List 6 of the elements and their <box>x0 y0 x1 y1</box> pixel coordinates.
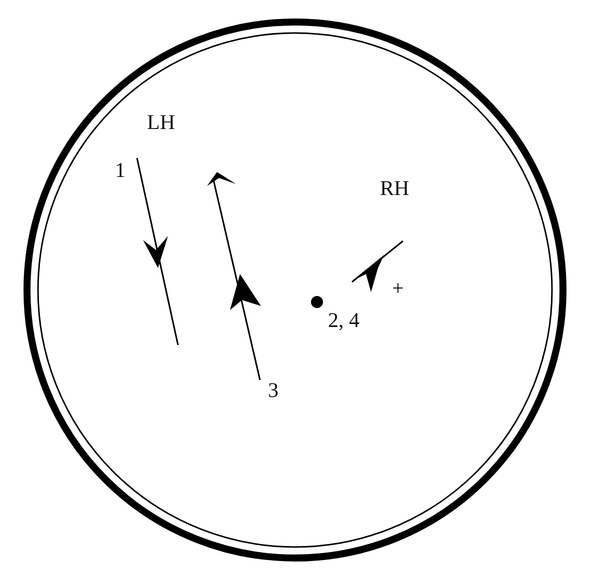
label-text: + <box>392 278 404 299</box>
label-text: 3 <box>268 380 278 401</box>
label-text: LH <box>147 112 175 133</box>
label-text: 2, 4 <box>328 310 360 331</box>
label-text: 1 <box>115 160 126 181</box>
label-text: RH <box>380 178 410 199</box>
